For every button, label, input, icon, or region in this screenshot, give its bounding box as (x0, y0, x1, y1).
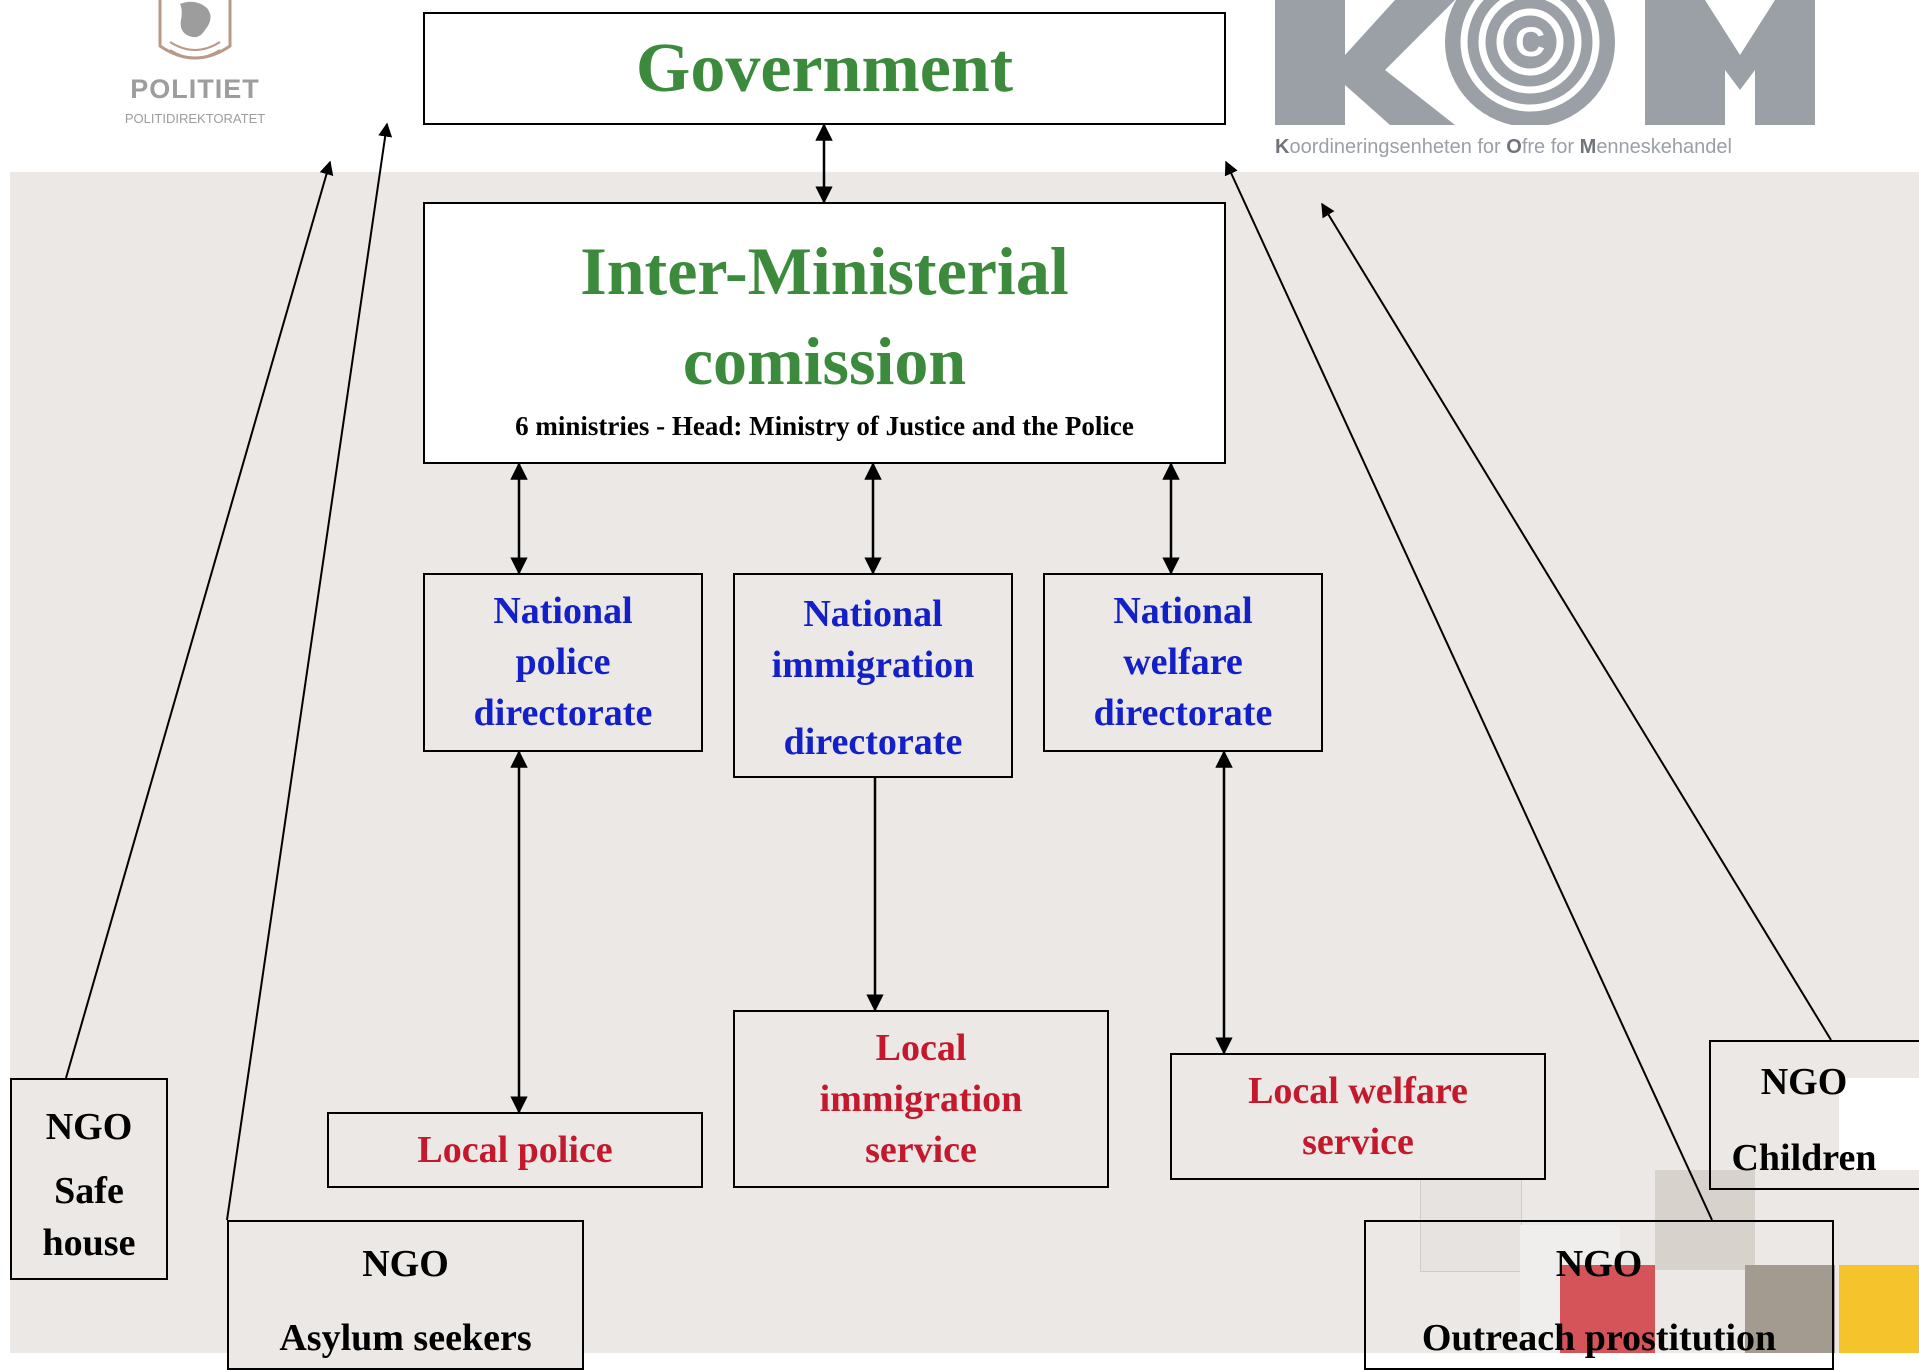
connector-ngo-asylum-seekers (226, 122, 393, 1221)
inter-ministerial-commission-box: Inter-Ministerial comission 6 ministries… (423, 202, 1226, 464)
connector-ngo-outreach-prostitution (1224, 160, 1713, 1221)
politiet-name: POLITIET (130, 74, 260, 104)
kom-tagline-part: M (1579, 136, 1597, 158)
police-crest-icon (158, 0, 232, 60)
politiet-logo: POLITIET POLITIDIREKTORATET (95, 0, 295, 150)
local-service-line: Local police (417, 1128, 613, 1171)
ngo-outreach-prostitution-box: NGO Outreach prostitution (1364, 1220, 1834, 1370)
government-label: Government (635, 29, 1014, 107)
directorate-line: immigration (771, 644, 975, 686)
ngo-line: NGO (1760, 1061, 1848, 1103)
directorate-line: directorate (473, 692, 653, 734)
kom-letters: C (1275, 0, 1815, 127)
ngo-line: NGO (1555, 1243, 1643, 1285)
kom-tagline-part: fre for (1521, 136, 1580, 158)
ngo-line: Outreach prostitution (1421, 1317, 1777, 1359)
kom-tagline-part: O (1506, 136, 1522, 158)
decorative-square (1560, 1265, 1655, 1353)
ngo-line: Children (1731, 1137, 1877, 1179)
connector-ngo-safe-house (65, 160, 334, 1079)
commission-title-line-2: comission (682, 323, 967, 399)
decorative-square (1745, 1265, 1835, 1353)
local-service-line: service (1302, 1120, 1414, 1163)
svg-text:C: C (1515, 18, 1545, 65)
ngo-line: house (42, 1222, 136, 1264)
kom-tagline-part: enneskehandel (1596, 136, 1732, 158)
ngo-children-box: NGO Children (1709, 1040, 1919, 1190)
ngo-safe-house-box: NGO Safe house (10, 1078, 168, 1280)
decorative-square (1839, 1078, 1919, 1170)
kom-logo: C Koordineringsenheten for Ofre for Menn… (1275, 0, 1815, 160)
government-box: Government (423, 12, 1226, 125)
directorate-line: National (493, 590, 633, 632)
local-service-line: Local welfare (1248, 1069, 1468, 1112)
politiet-subtitle: POLITIDIREKTORATET (124, 111, 266, 126)
ngo-line: NGO (362, 1243, 449, 1285)
local-immigration-service-box: Local immigration service (733, 1010, 1109, 1188)
kom-tagline: Koordineringsenheten for Ofre for Mennes… (1275, 136, 1815, 159)
local-service-line: Local (875, 1026, 967, 1069)
commission-title-line-1: Inter-Ministerial (580, 233, 1069, 309)
directorate-line: directorate (1093, 692, 1273, 734)
directorate-line: police (515, 641, 611, 683)
local-welfare-service-box: Local welfare service (1170, 1053, 1546, 1180)
decorative-square (1839, 1265, 1919, 1353)
commission-subtitle: 6 ministries - Head: Ministry of Justice… (515, 411, 1134, 441)
local-police-box: Local police (327, 1112, 703, 1188)
directorate-line: National (1113, 590, 1253, 632)
directorate-line: directorate (783, 721, 963, 763)
kom-tagline-part: K (1275, 136, 1290, 158)
local-service-line: immigration (819, 1077, 1023, 1120)
ngo-line: Safe (54, 1170, 124, 1212)
national-welfare-directorate-box: National welfare directorate (1043, 573, 1323, 752)
directorate-line: welfare (1123, 641, 1243, 683)
ngo-line: NGO (45, 1106, 133, 1148)
directorate-line: National (803, 593, 943, 635)
connector-ngo-children (1321, 202, 1832, 1041)
national-police-directorate-box: National police directorate (423, 573, 703, 752)
local-service-line: service (865, 1128, 977, 1171)
ngo-line: Asylum seekers (279, 1317, 532, 1359)
kom-tagline-part: oordineringsenheten for (1289, 136, 1507, 158)
national-immigration-directorate-box: National immigration directorate (733, 573, 1013, 778)
ngo-asylum-seekers-box: NGO Asylum seekers (227, 1220, 584, 1370)
